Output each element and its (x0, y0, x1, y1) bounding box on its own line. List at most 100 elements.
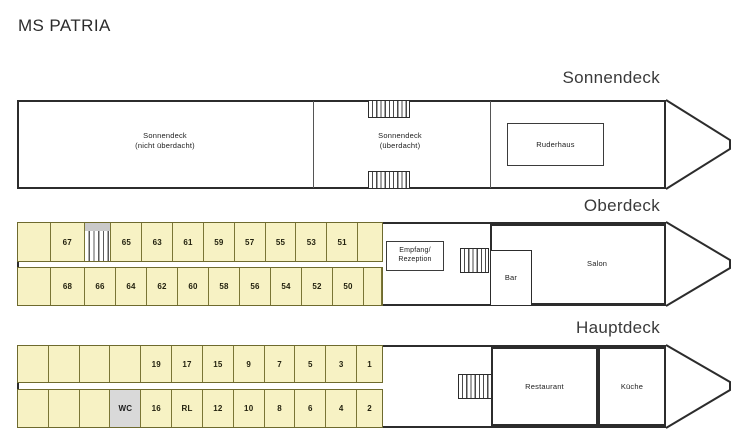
cabin-51[interactable]: 51 (327, 223, 359, 261)
cabin-66[interactable]: 66 (85, 268, 116, 305)
cabin-12[interactable]: 12 (202, 390, 234, 427)
stairs-oberdeck-icon (460, 248, 489, 273)
room-label-salon: Salon (587, 259, 608, 268)
cabin-65[interactable]: 65 (111, 223, 143, 261)
room-reception[interactable]: Empfang/ Rezeption (386, 241, 444, 271)
cabin-cell-empty (358, 223, 382, 261)
cabin-label: 67 (62, 237, 72, 247)
cabin-label: 52 (312, 282, 322, 291)
cabin-59[interactable]: 59 (203, 223, 235, 261)
cabin-10[interactable]: 10 (233, 390, 265, 427)
cabin-label: 3 (338, 359, 344, 369)
cabin-label: 1 (367, 359, 372, 369)
cabin-64[interactable]: 64 (116, 268, 147, 305)
deck-caption-oberdeck: Oberdeck (583, 196, 660, 215)
cabin-label: 16 (151, 404, 161, 413)
cabin-50[interactable]: 50 (333, 268, 364, 305)
cabin-row-hauptdeck-top: 19 17 15 9 7 5 3 1 (17, 345, 383, 383)
cabin-68[interactable]: 68 (51, 268, 85, 305)
cabin-cell-empty (18, 223, 51, 261)
deck-caption-sonnendeck: Sonnendeck (562, 68, 660, 87)
cabin-52[interactable]: 52 (302, 268, 333, 305)
cabin-19[interactable]: 19 (141, 346, 173, 382)
divider-sundeck-wheelhouse (490, 101, 491, 188)
cabin-row-hauptdeck-bottom: WC 16 RL 12 10 8 6 4 2 (17, 389, 383, 428)
cabin-4[interactable]: 4 (326, 390, 358, 427)
stairs-oberdeck-top-icon (84, 223, 112, 261)
cabin-3[interactable]: 3 (326, 346, 358, 382)
cabin-cell-wc[interactable]: WC (110, 390, 142, 427)
cabin-16[interactable]: 16 (141, 390, 173, 427)
cabin-row-oberdeck-bottom: 68 66 64 62 60 58 56 54 52 50 (17, 267, 383, 306)
cabin-2[interactable]: 2 (357, 390, 382, 427)
cabin-cell-empty (18, 346, 49, 382)
cabin-label: 6 (308, 404, 313, 413)
cabin-label: 19 (151, 359, 161, 369)
cabin-label: 56 (250, 282, 260, 291)
cabin-7[interactable]: 7 (264, 346, 296, 382)
cabin-label: 5 (308, 359, 313, 369)
area-label-sun-deck-covered: Sonnendeck (überdacht) (378, 131, 422, 151)
cabin-67[interactable]: 67 (50, 223, 85, 261)
cabin-cell-empty (364, 268, 381, 305)
stairs-hauptdeck-icon (458, 374, 492, 399)
room-label-wheelhouse: Ruderhaus (536, 139, 575, 149)
cabin-label: 61 (183, 237, 193, 247)
cabin-cell-empty (48, 390, 80, 427)
cabin-label: 4 (338, 404, 344, 413)
cabin-57[interactable]: 57 (234, 223, 266, 261)
cabin-label: 60 (188, 282, 198, 291)
cabin-label: 17 (182, 359, 192, 369)
cabin-6[interactable]: 6 (295, 390, 327, 427)
cabin-1[interactable]: 1 (357, 346, 382, 382)
cabin-label: 59 (214, 237, 224, 247)
cabin-label: 58 (219, 282, 229, 291)
cabin-5[interactable]: 5 (295, 346, 327, 382)
cabin-63[interactable]: 63 (142, 223, 174, 261)
cabin-RL[interactable]: RL (172, 390, 203, 427)
cabin-55[interactable]: 55 (265, 223, 297, 261)
cabin-label: 64 (126, 282, 136, 291)
cabin-58[interactable]: 58 (209, 268, 240, 305)
cabin-62[interactable]: 62 (147, 268, 178, 305)
cabin-label: 7 (277, 359, 282, 369)
cabin-label: 65 (121, 237, 132, 247)
cabin-cell-empty (110, 346, 142, 382)
cabin-label: 8 (277, 404, 282, 413)
cabin-54[interactable]: 54 (271, 268, 302, 305)
stairs-sonnendeck-upper-icon (368, 100, 410, 118)
cabin-label: 15 (213, 359, 223, 369)
cabin-label: 9 (246, 359, 252, 369)
room-restaurant[interactable]: Restaurant (491, 347, 598, 426)
bow-hauptdeck (665, 344, 731, 429)
stairs-sonnendeck-lower-icon (368, 171, 410, 189)
cabin-label: WC (118, 404, 133, 413)
cabin-label: 62 (157, 282, 167, 291)
area-label-sun-deck-open: Sonnendeck (nicht überdacht) (135, 131, 195, 151)
cabin-60[interactable]: 60 (178, 268, 209, 305)
cabin-label: RL (181, 404, 193, 413)
cabin-17[interactable]: 17 (172, 346, 203, 382)
room-wheelhouse[interactable]: Ruderhaus (507, 123, 604, 166)
deck-caption-hauptdeck: Hauptdeck (576, 318, 660, 337)
cabin-label: 51 (337, 237, 347, 247)
cabin-56[interactable]: 56 (240, 268, 271, 305)
cabin-label: 53 (306, 237, 317, 247)
divider-sundeck-open-covered (313, 101, 314, 188)
cabin-8[interactable]: 8 (264, 390, 296, 427)
room-label-restaurant: Restaurant (525, 381, 564, 391)
cabin-label: 66 (95, 282, 105, 291)
bow-oberdeck (665, 221, 731, 307)
room-label-bar: Bar (504, 273, 518, 283)
cabin-label: 12 (213, 404, 223, 413)
cabin-cell-empty (18, 390, 49, 427)
room-galley[interactable]: Küche (598, 347, 666, 426)
cabin-cell-empty (48, 346, 80, 382)
cabin-53[interactable]: 53 (296, 223, 328, 261)
cabin-15[interactable]: 15 (202, 346, 234, 382)
cabin-9[interactable]: 9 (233, 346, 265, 382)
bow-sonnendeck (665, 99, 731, 190)
cabin-label: 10 (244, 404, 254, 413)
cabin-61[interactable]: 61 (173, 223, 204, 261)
room-bar[interactable]: Bar (490, 250, 532, 306)
